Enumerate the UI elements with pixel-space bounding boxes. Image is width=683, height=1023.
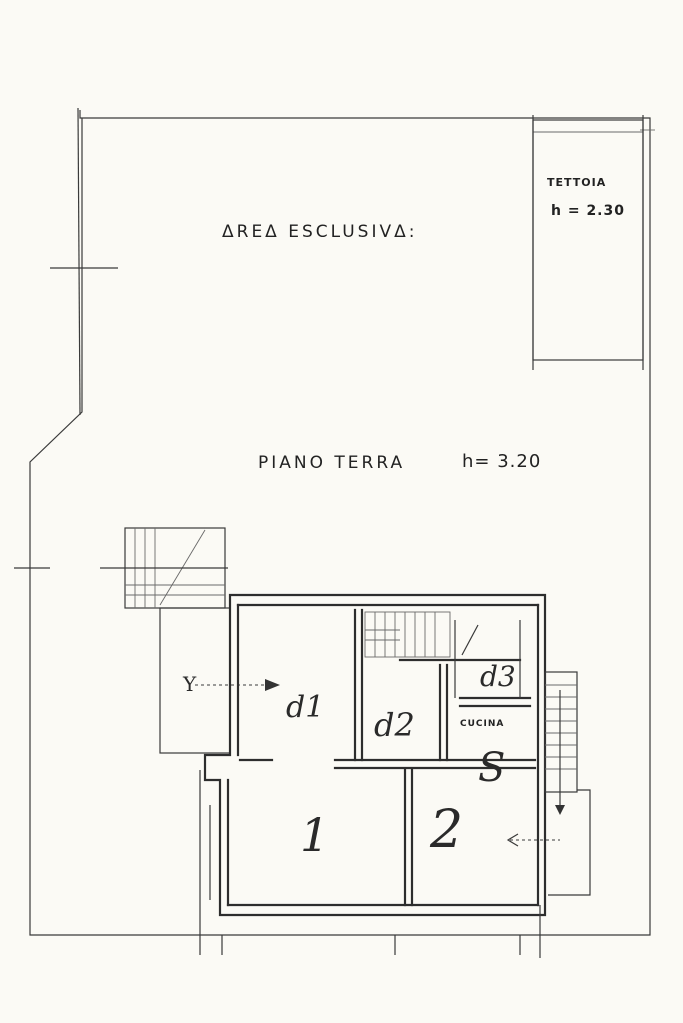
room-d1-label: d1 <box>286 690 325 725</box>
foundation-lines <box>199 770 541 958</box>
room-1-label: 1 <box>300 808 330 862</box>
stair-left <box>100 527 280 754</box>
tettoia-title: TETTOIA <box>547 176 607 189</box>
room-d2-label: d2 <box>374 706 415 744</box>
stair-right <box>506 671 591 896</box>
stair-inner <box>364 611 479 658</box>
piano-terra-height: h= 3.20 <box>462 451 542 472</box>
room-s-label: S <box>478 745 506 791</box>
tettoia-outline <box>532 115 644 370</box>
stair-arrow-label: Y <box>183 672 197 696</box>
property-boundary <box>14 107 655 936</box>
tettoia-height: h = 2.30 <box>551 203 625 219</box>
room-2-label: 2 <box>430 800 464 860</box>
piano-terra-label: PIANO TERRA <box>258 453 406 473</box>
building-walls <box>203 593 547 917</box>
room-d3-label: d3 <box>480 660 516 693</box>
area-esclusiva-label: ΔREΔ ESCLUSIVΔ: <box>222 222 418 242</box>
cucina-label: CUCINA <box>460 719 505 729</box>
